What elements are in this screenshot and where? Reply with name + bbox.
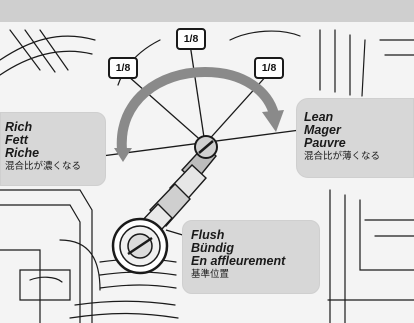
- flush-label-fr: En affleurement: [191, 255, 319, 268]
- increment-tag-left: 1/8: [108, 57, 138, 79]
- rich-callout: Rich Fett Riche 混合比が濃くなる: [0, 112, 106, 186]
- flush-label-ja: 基準位置: [191, 269, 319, 281]
- flush-callout: Flush Bündig En affleurement 基準位置: [182, 220, 320, 294]
- lean-callout: Lean Mager Pauvre 混合比が薄くなる: [296, 98, 414, 178]
- increment-tag-right: 1/8: [254, 57, 284, 79]
- rich-label-fr: Riche: [5, 147, 105, 160]
- increment-tag-top: 1/8: [176, 28, 206, 50]
- lean-label-fr: Pauvre: [304, 137, 413, 150]
- rich-label-ja: 混合比が濃くなる: [5, 161, 105, 173]
- lean-label-ja: 混合比が薄くなる: [304, 151, 413, 163]
